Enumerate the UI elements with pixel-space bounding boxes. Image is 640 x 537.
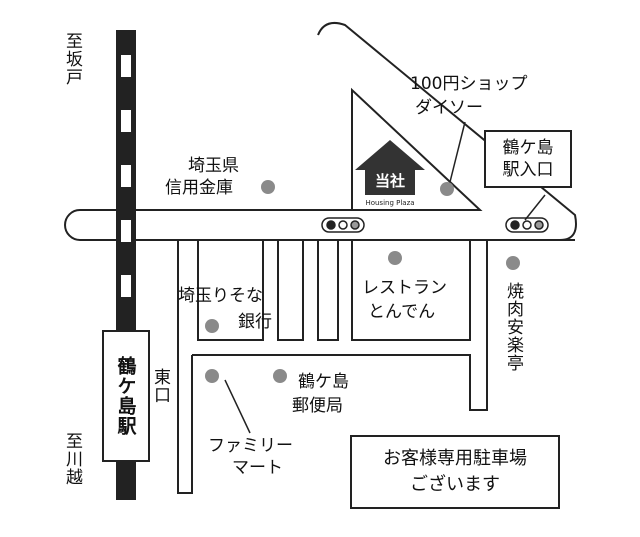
station-box: 鶴ケ島駅 xyxy=(102,330,150,462)
intersection-box: 鶴ケ島 駅入口 xyxy=(484,130,572,188)
marker-post-office xyxy=(273,369,287,383)
intersection-label-1: 鶴ケ島 xyxy=(502,138,554,158)
marker-resona xyxy=(205,319,219,333)
block xyxy=(277,239,304,341)
main-road xyxy=(64,209,575,241)
intersection-label-2: 駅入口 xyxy=(502,160,554,180)
label-daiso-1: 100円ショップ xyxy=(410,74,528,94)
marker-restaurant xyxy=(388,251,402,265)
station-name: 鶴ケ島駅 xyxy=(114,356,137,436)
svg-text:当社: 当社 xyxy=(375,172,405,190)
pointer-daiso xyxy=(449,121,466,183)
label-yakiniku: 焼肉安楽亭 xyxy=(503,282,523,372)
marker-daiso xyxy=(440,182,454,196)
pointer-familymart xyxy=(224,379,251,434)
pointer-intersection xyxy=(524,194,546,221)
parking-line-2: ございます xyxy=(410,474,500,495)
label-familymart-2: マート xyxy=(232,458,283,478)
label-resona-2: 銀行 xyxy=(238,312,272,332)
marker-saitama-bank xyxy=(261,180,275,194)
label-familymart-1: ファミリー xyxy=(208,436,293,456)
label-post-office-2: 郵便局 xyxy=(292,396,343,416)
label-saitama-bank-2: 信用金庫 xyxy=(165,178,233,198)
side-road-left xyxy=(177,240,193,494)
house-icon: 当社 Housing Plaza xyxy=(355,140,425,207)
traffic-signal-left xyxy=(321,217,365,233)
block xyxy=(317,239,339,341)
direction-label-south: 至川越 xyxy=(62,432,82,486)
direction-label-north: 至坂戸 xyxy=(62,32,82,86)
label-saitama-bank-1: 埼玉県 xyxy=(188,156,239,176)
parking-line-1: お客様専用駐車場 xyxy=(383,448,527,469)
svg-text:Housing Plaza: Housing Plaza xyxy=(365,199,414,207)
block xyxy=(197,239,264,341)
label-resona-1: 埼玉りそな xyxy=(178,286,263,306)
label-post-office-1: 鶴ケ島 xyxy=(298,372,349,392)
marker-familymart xyxy=(205,369,219,383)
diagonal-road xyxy=(317,22,577,241)
traffic-signal-right xyxy=(505,217,549,233)
east-exit-label: 東口 xyxy=(150,368,170,404)
marker-yakiniku xyxy=(506,256,520,270)
block xyxy=(351,239,471,341)
label-daiso-2: ダイソー xyxy=(415,98,483,118)
label-restaurant-1: レストラン xyxy=(362,278,447,298)
office-plot xyxy=(351,87,483,211)
side-road-lower xyxy=(192,240,488,411)
parking-box: お客様専用駐車場 ございます xyxy=(350,435,560,509)
label-restaurant-2: とんでん xyxy=(368,302,436,322)
